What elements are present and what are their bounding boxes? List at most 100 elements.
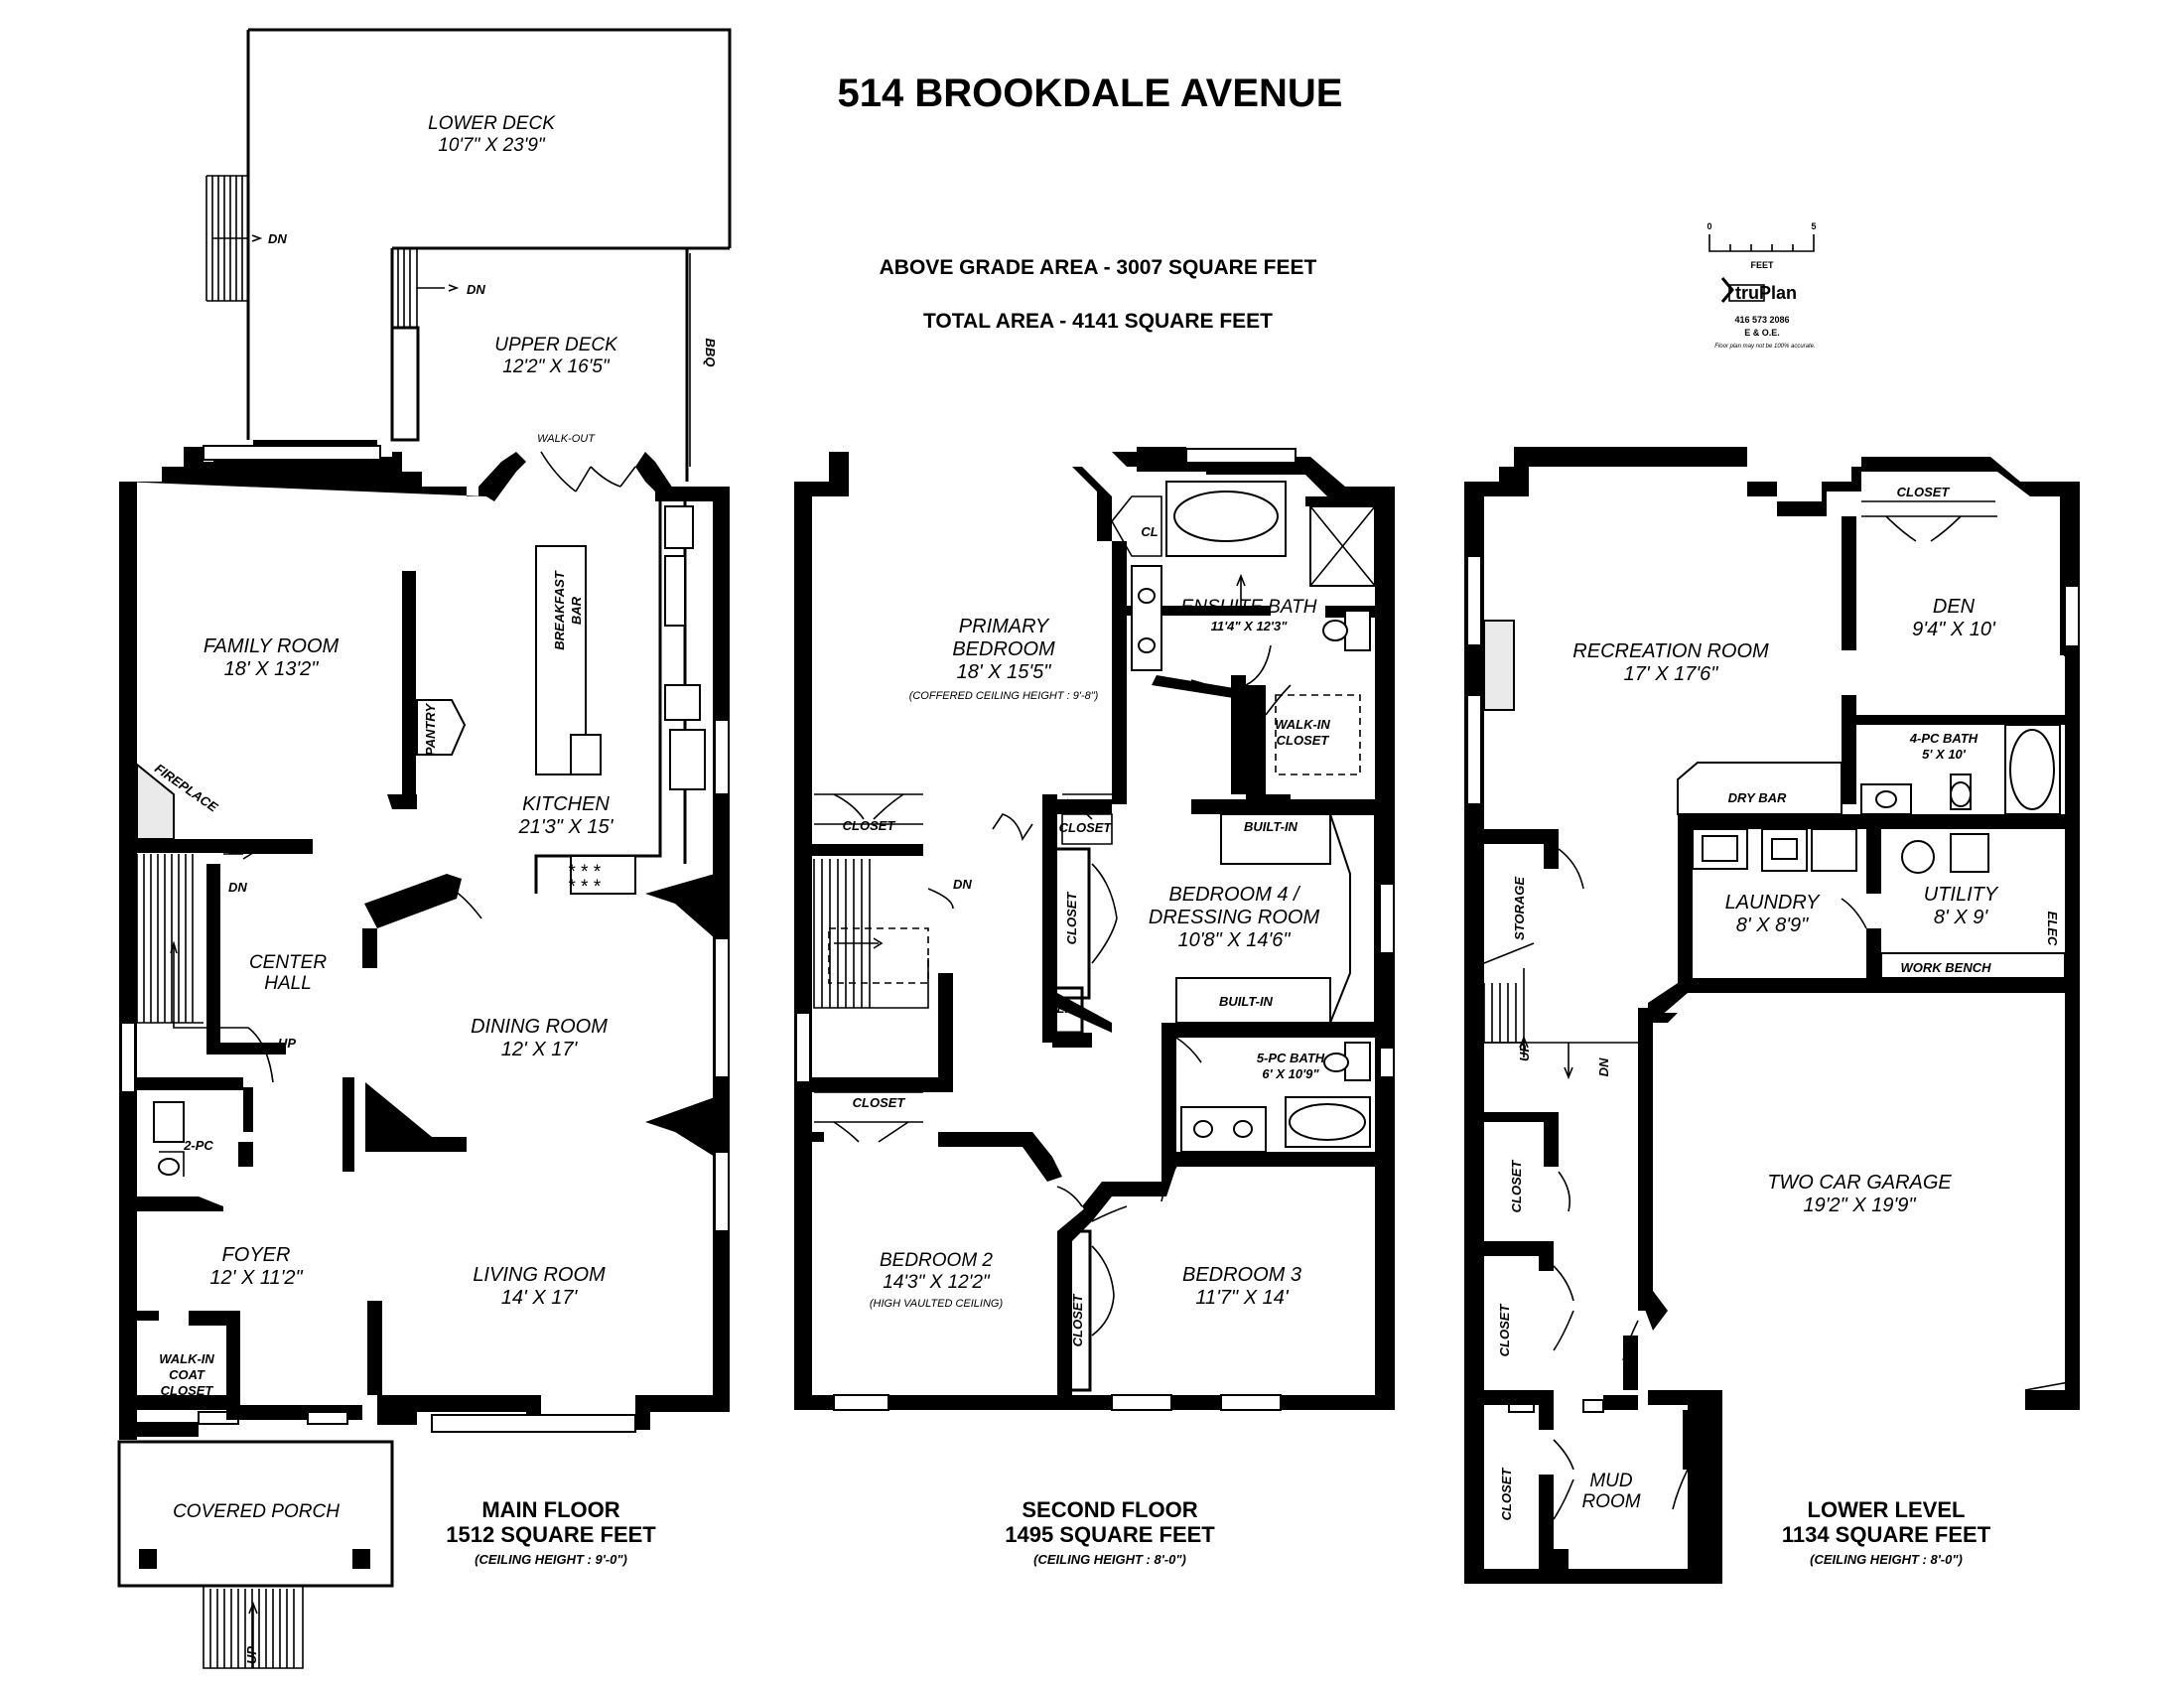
svg-text:CLOSET: CLOSET bbox=[1277, 733, 1330, 748]
center-hall-name1: CENTER bbox=[249, 952, 327, 973]
dining-room-name: DINING ROOM bbox=[471, 1016, 608, 1038]
truplan-logo: truPlan bbox=[1720, 277, 1797, 303]
brand-phone: 416 573 2086 bbox=[1734, 315, 1789, 325]
svg-text:CLOSET: CLOSET bbox=[1070, 1294, 1085, 1347]
main-floor-area: 1512 SQUARE FEET bbox=[446, 1522, 656, 1547]
svg-text:* * *: * * * bbox=[568, 877, 601, 898]
svg-text:2-PC: 2-PC bbox=[183, 1138, 213, 1153]
primary-bedroom-name2: BEDROOM bbox=[952, 638, 1055, 660]
svg-text:WORK BENCH: WORK BENCH bbox=[1901, 960, 1992, 975]
deck-outline bbox=[246, 28, 732, 482]
bedroom4-name1: BEDROOM 4 / bbox=[1168, 884, 1301, 906]
mud-room-name1: MUD bbox=[1589, 1471, 1633, 1491]
second-floor-plan: CL PRIMARY BEDROOM 18' X 15'5" (COFFERED… bbox=[794, 447, 1395, 1567]
kitchen-dim: 21'3" X 15' bbox=[518, 816, 614, 838]
kitchen-name: KITCHEN bbox=[522, 793, 610, 815]
property-address: 514 BROOKDALE AVENUE bbox=[838, 71, 1343, 115]
laundry-name: LAUNDRY bbox=[1725, 892, 1821, 914]
bedroom4-name2: DRESSING ROOM bbox=[1149, 907, 1320, 928]
svg-text:WALK-OUT: WALK-OUT bbox=[537, 433, 596, 445]
scale-zero: 0 bbox=[1706, 221, 1711, 231]
svg-text:BUILT-IN: BUILT-IN bbox=[1244, 819, 1298, 834]
garage-name: TWO CAR GARAGE bbox=[1767, 1172, 1952, 1194]
svg-text:COAT: COAT bbox=[169, 1367, 205, 1382]
svg-text:WALK-IN: WALK-IN bbox=[159, 1351, 214, 1366]
svg-text:WALK-IN: WALK-IN bbox=[1275, 717, 1330, 732]
svg-text:CLOSET: CLOSET bbox=[1064, 892, 1079, 945]
living-room-name: LIVING ROOM bbox=[473, 1264, 606, 1286]
primary-bedroom-note: (COFFERED CEILING HEIGHT : 9'-8") bbox=[909, 690, 1099, 702]
lower-deck-dim: 10'7" X 23'9" bbox=[438, 135, 546, 156]
svg-text:BUILT-IN: BUILT-IN bbox=[1219, 994, 1274, 1009]
svg-text:CL: CL bbox=[1141, 524, 1158, 539]
svg-text:UP: UP bbox=[244, 1646, 259, 1664]
living-room-dim: 14' X 17' bbox=[501, 1287, 579, 1309]
foyer-dim: 12' X 11'2" bbox=[209, 1267, 303, 1289]
svg-text:CLOSET: CLOSET bbox=[1499, 1468, 1514, 1521]
main-floor-plan: * * * * * * LOWER DECK 10'7" X 23'9" DN … bbox=[117, 28, 732, 1669]
upper-deck-name: UPPER DECK bbox=[494, 335, 618, 355]
scale-unit: FEET bbox=[1750, 260, 1774, 270]
svg-text:BREAKFAST: BREAKFAST bbox=[552, 570, 567, 650]
svg-text:CLOSET: CLOSET bbox=[1509, 1160, 1524, 1213]
svg-text:UP: UP bbox=[278, 1036, 296, 1051]
dining-room-dim: 12' X 17' bbox=[501, 1039, 579, 1060]
primary-bedroom-dim: 18' X 15'5" bbox=[957, 661, 1052, 683]
svg-text:CLOSET: CLOSET bbox=[161, 1383, 214, 1398]
lower-level-area: 1134 SQUARE FEET bbox=[1782, 1522, 1991, 1547]
svg-text:CLOSET: CLOSET bbox=[1059, 820, 1113, 835]
recreation-name: RECREATION ROOM bbox=[1572, 640, 1769, 662]
svg-text:CLOSET: CLOSET bbox=[1497, 1304, 1512, 1357]
brand-disclaimer: Floor plan may not be 100% accurate. bbox=[1714, 344, 1815, 350]
above-grade-area: ABOVE GRADE AREA - 3007 SQUARE FEET bbox=[880, 256, 1317, 279]
second-floor-name: SECOND FLOOR bbox=[1022, 1497, 1197, 1522]
covered-porch-name: COVERED PORCH bbox=[173, 1501, 340, 1522]
second-floor-ceiling: (CEILING HEIGHT : 8'-0") bbox=[1033, 1552, 1186, 1567]
lower-level-name: LOWER LEVEL bbox=[1808, 1497, 1966, 1522]
bedroom4-dim: 10'8" X 14'6" bbox=[1177, 929, 1291, 951]
bedroom3-dim: 11'7" X 14' bbox=[1195, 1287, 1290, 1309]
svg-text:ELEC: ELEC bbox=[2045, 912, 2060, 946]
brand-eoe: E & O.E. bbox=[1744, 328, 1780, 338]
ensuite-name: ENSUITE BATH bbox=[1181, 597, 1317, 618]
ensuite-dim: 11'4" X 12'3" bbox=[1211, 619, 1289, 633]
lower-level-ceiling: (CEILING HEIGHT : 8'-0") bbox=[1810, 1552, 1963, 1567]
svg-text:UP: UP bbox=[1517, 1044, 1532, 1061]
svg-text:BBQ: BBQ bbox=[703, 339, 718, 367]
svg-text:CLOSET: CLOSET bbox=[853, 1095, 906, 1110]
utility-name: UTILITY bbox=[1924, 884, 1999, 906]
bedroom2-dim: 14'3" X 12'2" bbox=[883, 1272, 991, 1293]
den-dim: 9'4" X 10' bbox=[1912, 619, 1996, 640]
den-name: DEN bbox=[1933, 596, 1976, 618]
family-room-name: FAMILY ROOM bbox=[204, 635, 340, 657]
svg-text:DN: DN bbox=[268, 231, 287, 246]
bath4-dim: 5' X 10' bbox=[1922, 747, 1967, 762]
lower-level-plan: CLOSET DEN 9'4" X 10' RECREATION ROOM 17… bbox=[1464, 447, 2081, 1584]
svg-text:BAR: BAR bbox=[569, 596, 584, 625]
laundry-dim: 8' X 8'9" bbox=[1736, 914, 1809, 936]
upper-deck-dim: 12'2" X 16'5" bbox=[502, 356, 611, 377]
svg-text:CLOSET: CLOSET bbox=[843, 818, 896, 833]
garage-dim: 19'2" X 19'9" bbox=[1803, 1195, 1916, 1216]
upper-deck-stairs bbox=[392, 247, 460, 329]
total-area: TOTAL AREA - 4141 SQUARE FEET bbox=[923, 310, 1273, 333]
brand-name: truPlan bbox=[1735, 283, 1797, 303]
svg-text:DN: DN bbox=[228, 880, 247, 895]
lower-deck-name: LOWER DECK bbox=[428, 113, 556, 134]
bath4-name: 4-PC BATH bbox=[1909, 731, 1979, 746]
bedroom2-note: (HIGH VAULTED CEILING) bbox=[870, 1298, 1004, 1310]
main-floor-ceiling: (CEILING HEIGHT : 9'-0") bbox=[475, 1552, 627, 1567]
svg-text:DN: DN bbox=[953, 877, 972, 892]
recreation-dim: 17' X 17'6" bbox=[1624, 663, 1719, 685]
primary-bedroom-name1: PRIMARY bbox=[959, 616, 1050, 637]
bedroom3-name: BEDROOM 3 bbox=[1182, 1264, 1301, 1286]
svg-text:LIN: LIN bbox=[1057, 1001, 1079, 1016]
bedroom2-name: BEDROOM 2 bbox=[880, 1250, 993, 1271]
family-room-dim: 18' X 13'2" bbox=[224, 658, 320, 680]
svg-text:DN: DN bbox=[1596, 1057, 1611, 1076]
scale-five: 5 bbox=[1811, 221, 1816, 231]
foyer-name: FOYER bbox=[222, 1244, 291, 1266]
mud-room-name2: ROOM bbox=[1581, 1491, 1640, 1512]
svg-text:* * *: * * * bbox=[568, 862, 601, 883]
